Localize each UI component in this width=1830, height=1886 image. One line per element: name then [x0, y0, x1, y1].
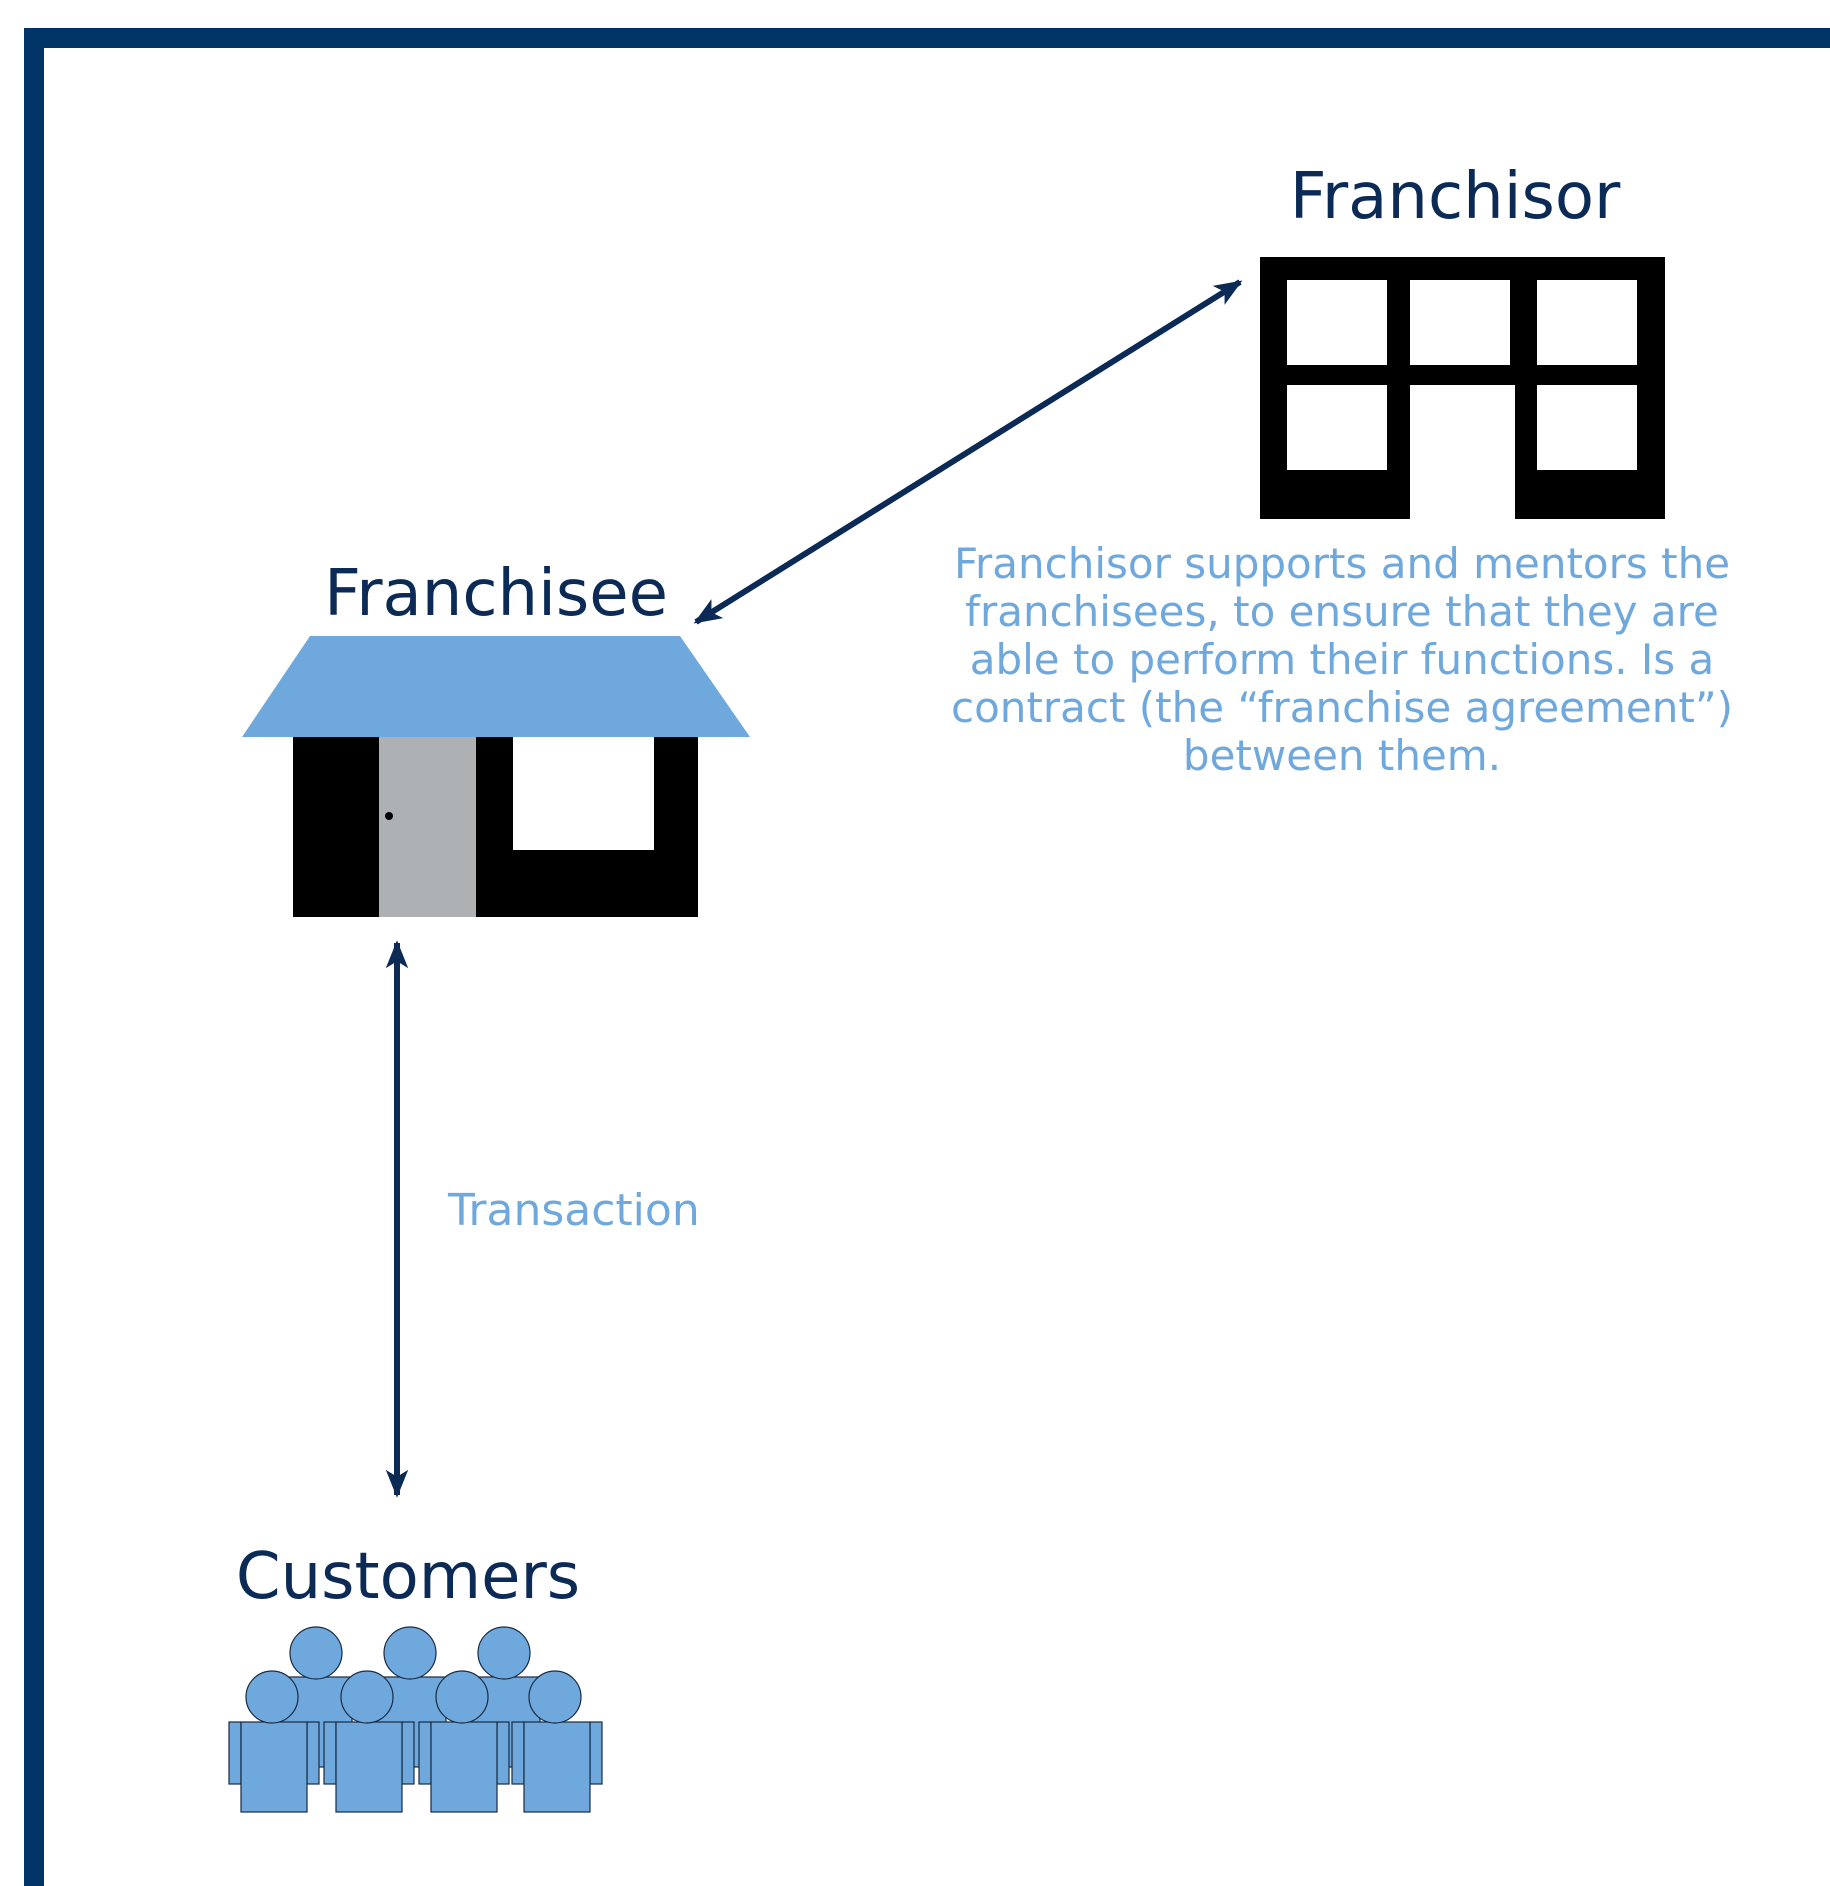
description-line: Franchisor supports and mentors the	[954, 539, 1730, 588]
description-line: able to perform their functions. Is a	[970, 635, 1715, 684]
franchisor-franchisee-description: Franchisor supports and mentors the fran…	[951, 539, 1733, 780]
customers-label: Customers	[236, 1540, 580, 1614]
diagram-frame	[24, 28, 1830, 1886]
person-icon	[511, 1670, 603, 1813]
description-line: between them.	[1183, 731, 1501, 780]
person-icon	[418, 1670, 510, 1813]
description-line: franchisees, to ensure that they are	[965, 587, 1719, 636]
shop-house-icon	[242, 636, 750, 917]
person-icon	[228, 1670, 320, 1813]
people-group-icon	[228, 1626, 603, 1813]
office-building-icon	[1260, 257, 1665, 519]
franchisor-label: Franchisor	[1290, 160, 1621, 234]
franchisee-label: Franchisee	[324, 557, 668, 631]
transaction-label: Transaction	[447, 1185, 700, 1236]
description-line: contract (the “franchise agreement”)	[951, 683, 1733, 732]
franchisor-franchisee-arrow	[693, 279, 1243, 625]
person-icon	[323, 1670, 415, 1813]
